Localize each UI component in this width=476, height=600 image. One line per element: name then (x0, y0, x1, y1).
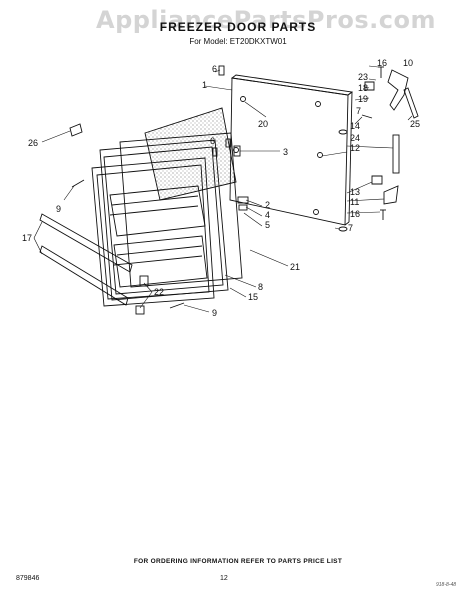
callout-label: 9 (56, 204, 61, 214)
callout-label: 1 (202, 80, 207, 90)
door-gasket (119, 132, 243, 288)
callout-label: 10 (403, 58, 413, 68)
callout-label: 20 (258, 119, 268, 129)
shelf-bars (39, 213, 133, 306)
document-code: 879846 (16, 575, 40, 582)
callout-labels: 6 1 16 10 23 18 19 7 20 14 25 24 6 3 12 … (22, 58, 420, 318)
page-number: 12 (220, 575, 228, 582)
callout-label: 16 (350, 209, 360, 219)
callout-label: 16 (377, 58, 387, 68)
revision-code: 918-8-48 (436, 582, 457, 588)
callout-label: 19 (358, 94, 368, 104)
callout-label: 11 (350, 197, 359, 207)
callout-label: 6 (210, 136, 215, 146)
callout-label: 13 (350, 187, 360, 197)
callout-label: 3 (283, 147, 288, 157)
callout-label: 6 (212, 64, 217, 74)
callout-label: 24 (350, 133, 360, 143)
callout-label: 25 (410, 119, 420, 129)
callout-label: 26 (28, 138, 38, 148)
watermark: AppliancePartsPros.com (96, 6, 436, 34)
callout-label: 15 (248, 292, 258, 302)
callout-label: 8 (258, 282, 263, 292)
callout-label: 14 (350, 121, 360, 131)
callout-label: 7 (348, 223, 353, 233)
leader-lines (33, 65, 413, 313)
callout-label: 4 (265, 210, 270, 220)
callout-label: 22 (154, 287, 164, 297)
callout-label: 12 (350, 143, 360, 153)
ordering-note: FOR ORDERING INFORMATION REFER TO PARTS … (133, 558, 343, 565)
callout-label: 17 (22, 233, 32, 243)
callout-label: 18 (358, 83, 368, 93)
callout-label: 2 (265, 200, 270, 210)
callout-label: 7 (356, 106, 361, 116)
callout-label: 9 (212, 308, 217, 318)
inner-door-liner (91, 139, 229, 307)
callout-label: 23 (358, 72, 368, 82)
page-title: FREEZER DOOR PARTS (159, 20, 317, 34)
insulation-pad (144, 107, 237, 201)
callout-label: 5 (265, 220, 270, 230)
callout-label: 21 (290, 262, 300, 272)
model-number: For Model: ET20DKXTW01 (189, 37, 287, 46)
